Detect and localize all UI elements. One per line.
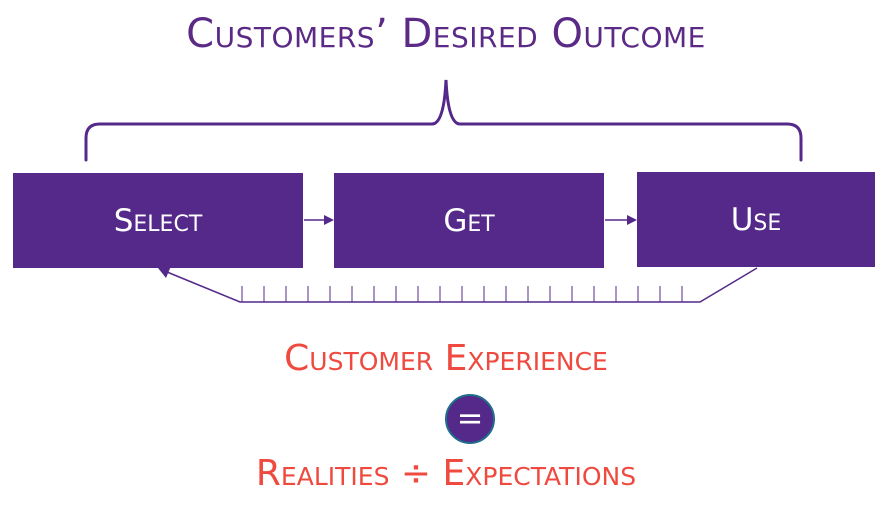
stage-get-label: Get [443, 202, 495, 239]
feedback-loop [166, 267, 758, 303]
formula-label: Realities ÷ Expectations [255, 453, 637, 494]
stage-get: Get [334, 173, 604, 268]
feedback-arrowhead [158, 266, 171, 278]
outcome-brace [84, 79, 803, 162]
customer-experience-label: Customer Experience [284, 338, 608, 379]
feedback-ticks [241, 286, 683, 302]
stage-use: Use [637, 172, 875, 267]
equals-badge: = [445, 394, 495, 444]
stage-select-label: Select [113, 202, 203, 239]
stage-select: Select [13, 173, 303, 268]
arrowhead-get-to-use [627, 215, 637, 225]
arrowhead-select-to-get [324, 215, 334, 225]
stage-use-label: Use [730, 201, 782, 238]
diagram-title: Customers’ Desired Outcome [186, 11, 706, 57]
